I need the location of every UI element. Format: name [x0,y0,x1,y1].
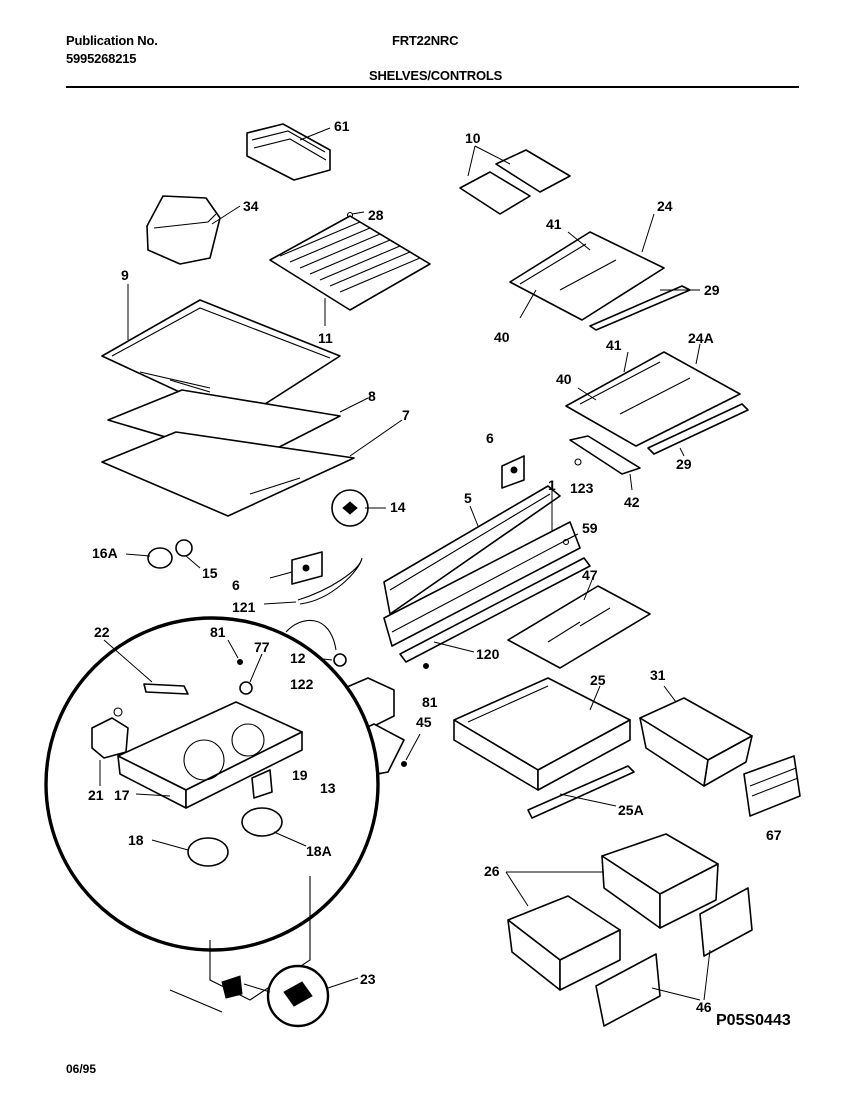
part-6-bracket-a [501,455,525,489]
callout-26: 26 [484,863,500,879]
callout-81: 81 [210,624,226,640]
callout-24: 24 [657,198,673,214]
callout-8: 8 [368,388,376,404]
part-16A-socket [125,547,173,569]
cabinet-corner [169,876,311,1013]
callout-25: 25 [590,672,606,688]
callout-61: 61 [334,118,350,134]
part-19-switch [251,769,273,799]
part-14-knob [331,489,386,527]
callout-67: 67 [766,827,782,843]
callout-19: 19 [292,767,308,783]
callout-47: 47 [582,567,598,583]
callout-46: 46 [696,999,712,1015]
part-22-bar [103,639,189,695]
part-7-cover [101,419,403,517]
callout-41: 41 [546,216,562,232]
callout-122: 122 [290,676,314,692]
callout-41: 41 [606,337,622,353]
model-number: FRT22NRC [392,33,459,48]
part-42-rail [569,435,641,491]
part-46-front-a [699,887,753,957]
part-120-frame [383,521,581,647]
callout-40: 40 [494,329,510,345]
callout-11: 11 [318,330,333,346]
callout-45: 45 [416,714,432,730]
part-29-trim-a [589,285,700,331]
part-47-glass [507,579,651,669]
callout-1: 1 [548,477,556,493]
callout-121: 121 [232,599,256,615]
part-18A-knob [241,807,307,847]
part-25-crisper-frame [453,677,631,791]
part-18-knob [151,837,229,867]
callout-28: 28 [368,207,384,223]
header-rule [66,86,799,88]
callout-123: 123 [570,480,594,496]
callout-14: 14 [390,499,406,515]
publication-number: 5995268215 [66,51,137,66]
callout-21: 21 [88,787,104,803]
part-61-bracket [246,123,331,181]
part-45-screw [401,733,421,767]
part-10-ice-trays [459,145,571,215]
callout-7: 7 [402,407,410,423]
callout-6: 6 [486,430,494,446]
drawing-code: P05S0443 [716,1012,791,1029]
part-34-bin [146,195,241,265]
section-title: SHELVES/CONTROLS [369,68,503,83]
callout-24A: 24A [688,330,714,346]
part-31-pan [639,685,753,787]
callout-34: 34 [243,198,259,214]
callout-77: 77 [254,639,270,655]
callout-13: 13 [320,780,336,796]
callout-59: 59 [582,520,598,536]
part-26-pan-b [505,871,621,991]
part-24A-glass-shelf [565,343,741,447]
callout-31: 31 [650,667,666,683]
callout-29: 29 [676,456,692,472]
callout-5: 5 [464,490,472,506]
callout-120: 120 [476,646,500,662]
callout-18: 18 [128,832,144,848]
part-81-screw-b [423,663,429,669]
callout-9: 9 [121,267,129,283]
part-24-glass-shelf [509,213,665,321]
callout-40: 40 [556,371,572,387]
revision-date: 06/95 [66,1062,97,1076]
callout-29: 29 [704,282,720,298]
callout-12: 12 [290,650,306,666]
part-6-bracket-b [269,551,323,585]
callout-6: 6 [232,577,240,593]
part-59-screw [562,533,579,546]
callout-25A: 25A [618,802,644,818]
callout-17: 17 [114,787,130,803]
part-11-wire-shelf [269,215,431,326]
part-23-hinge-detail [243,964,359,1028]
part-29-trim-b [647,403,749,457]
publication-label: Publication No. [66,33,158,48]
callout-23: 23 [360,971,376,987]
part-25A-rail [527,765,635,819]
callout-22: 22 [94,624,110,640]
part-120-rail [399,557,591,663]
part-26-pan-a [601,833,719,929]
part-21-motor [91,707,129,786]
part-81-screw-a [227,639,243,665]
part-5-frame [383,485,561,615]
callout-42: 42 [624,494,640,510]
part-67-front [743,755,801,817]
part-46-front-b [595,949,711,1027]
part-121-harness [263,557,363,605]
callout-18A: 18A [306,843,332,859]
callout-16A: 16A [92,545,118,561]
part-77-washer [239,653,263,695]
part-15-bulb [175,539,201,569]
callout-81: 81 [422,694,438,710]
part-17-control-housing [117,701,303,809]
callout-15: 15 [202,565,218,581]
callout-10: 10 [465,130,481,146]
